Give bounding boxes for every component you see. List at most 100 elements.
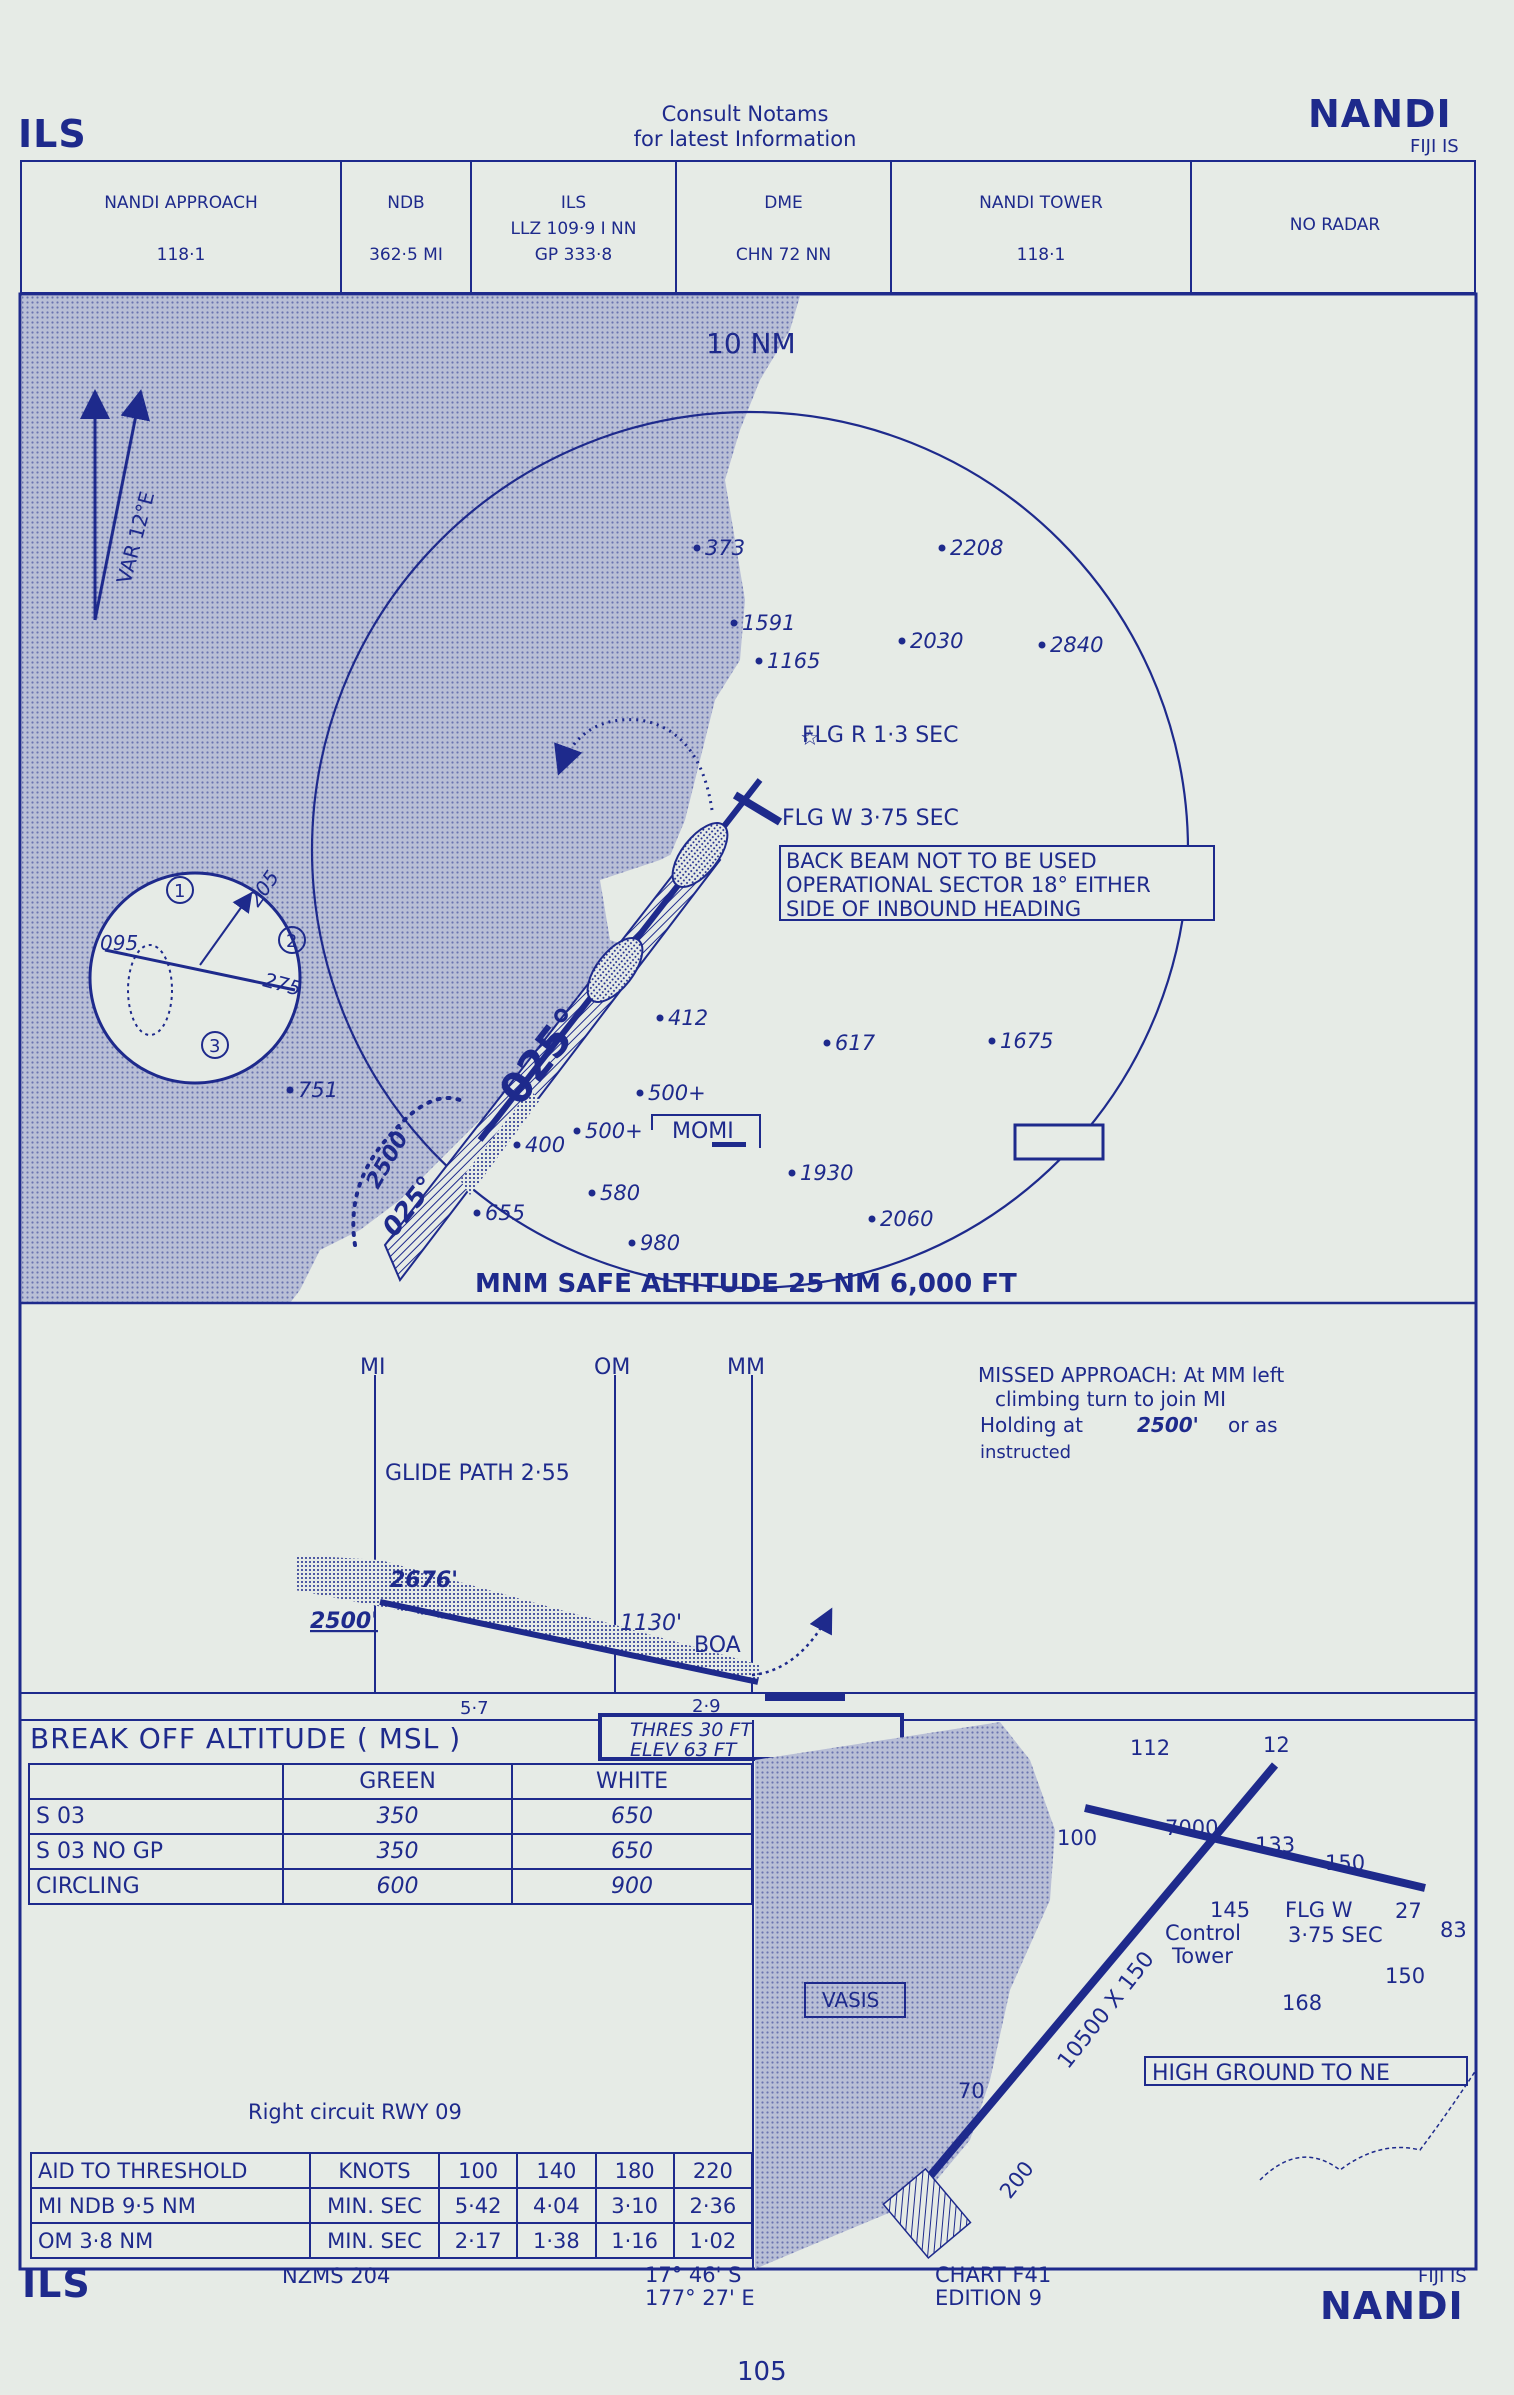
aerodrome-label: 83 [1440, 1918, 1467, 1942]
holding-racetrack [127, 944, 173, 1036]
fix-mm-label: MM [727, 1355, 765, 1380]
holding-inset [88, 871, 302, 1085]
boa-cell: 600 [282, 1868, 513, 1905]
max-elevation-box [1013, 1123, 1105, 1161]
glide-path-label: GLIDE PATH 2·55 [385, 1461, 570, 1486]
timing-cell: 2·17 [437, 2222, 519, 2259]
spot-height-label: 1591 [742, 611, 795, 635]
boa-cell: CIRCLING [28, 1868, 284, 1905]
spot-height-label: 373 [705, 536, 745, 560]
right-circuit-note: Right circuit RWY 09 [248, 2100, 462, 2124]
timing-head: 140 [516, 2152, 597, 2189]
spot-height-dot [588, 1189, 596, 1197]
aerodrome-label: 7000 [1165, 1816, 1218, 1840]
timing-cell: 2·36 [672, 2187, 754, 2224]
spot-height-label: 580 [600, 1181, 640, 1205]
holding-num-3: 3 [209, 1036, 220, 1057]
spot-height-dot [693, 544, 701, 552]
alt-2676: 2676' [390, 1568, 458, 1593]
freq-name: NANDI APPROACH [104, 193, 258, 213]
footer-chart-info: CHART F41 EDITION 9 [935, 2264, 1051, 2310]
msa-label: MNM SAFE ALTITUDE 25 NM 6,000 FT [475, 1269, 1017, 1299]
spot-height-label: 1675 [1000, 1029, 1053, 1053]
timing-head: AID TO THRESHOLD [30, 2152, 311, 2189]
aerodrome-label: 133 [1255, 1833, 1295, 1857]
boa-cell: S 03 NO GP [28, 1833, 284, 1870]
freq-line1: LLZ 109·9 I NN [510, 219, 637, 239]
aerodrome-label: Tower [1171, 1944, 1233, 1968]
flg-r-label: FLG R 1·3 SEC [802, 723, 958, 748]
back-beam-line2: OPERATIONAL SECTOR 18° EITHER [786, 873, 1151, 897]
spot-height-dot [938, 544, 946, 552]
aerodrome-label: 100 [1057, 1826, 1097, 1850]
aerodrome-label: 70 [958, 2079, 985, 2103]
timing-cell: OM 3·8 NM [30, 2222, 311, 2259]
footer-lat: 17° 46' S [645, 2263, 742, 2287]
missed-line4: instructed [980, 1442, 1071, 1463]
timing-cell: 4·04 [516, 2187, 597, 2224]
spot-height-label: 655 [485, 1201, 525, 1225]
spot-height-label: 500+ [585, 1119, 643, 1143]
boa-cell: 650 [511, 1798, 753, 1835]
holding-num-2-circle [278, 926, 306, 954]
timing-cell: 5·42 [437, 2187, 519, 2224]
freq-line2: 362·5 MI [369, 245, 443, 265]
boa-cell: S 03 [28, 1798, 284, 1835]
freq-cell: NO RADAR [1192, 162, 1478, 292]
thres-line1: THRES 30 FT [630, 1719, 753, 1741]
vasis-box [804, 1982, 906, 2018]
footer-coords: 17° 46' S 177° 27' E [645, 2264, 755, 2310]
missed-alt: 2500' [1137, 1413, 1199, 1437]
footer-right-title: NANDI [1320, 2284, 1464, 2328]
momi-label: MOMI [672, 1119, 734, 1144]
runway-09-27 [1084, 1804, 1426, 1892]
freq-name: DME [764, 193, 803, 213]
aerodrome-label: 200 [995, 2157, 1039, 2203]
ring-label: 10 NM [706, 327, 796, 360]
spot-height-dot [988, 1037, 996, 1045]
vasis-label: VASIS [822, 1988, 879, 2012]
missed-line2: climbing turn to join MI [995, 1387, 1226, 1411]
marker-om-lobe [586, 937, 644, 1003]
missed-line3: Holding at [980, 1413, 1083, 1437]
spot-height-dot [1038, 641, 1046, 649]
glide-path-area [295, 1555, 760, 1680]
holding-inbound-line [104, 948, 296, 992]
freq-name: NDB [387, 193, 425, 213]
aerodrome-label: 3·75 SEC [1288, 1923, 1383, 1947]
holding-num-1: 1 [174, 881, 185, 902]
boa-table: GREEN WHITE S 03 350 650 S 03 NO GP 350 … [28, 1763, 753, 1905]
spot-height-dot [628, 1239, 636, 1247]
spot-height-dot [513, 1141, 521, 1149]
fix-mi-label: MI [360, 1355, 385, 1380]
back-beam-line3: SIDE OF INBOUND HEADING [786, 897, 1081, 921]
magnetic-north-arrow [93, 389, 151, 621]
notice-line1: Consult Notams [661, 102, 829, 126]
dist-1: 5·7 [460, 1698, 489, 1719]
momi-bracket [651, 1114, 761, 1148]
header-left-title: ILS [18, 112, 87, 156]
spot-height-dot [823, 1039, 831, 1047]
spot-height-label: 1165 [767, 649, 820, 673]
table-row: S 03 NO GP 350 650 [28, 1833, 753, 1870]
footer-nzms: NZMS 204 [282, 2264, 391, 2288]
freq-name: NANDI TOWER [979, 193, 1103, 213]
glide-path-line [379, 1599, 759, 1685]
alt-1130: 1130' [620, 1611, 682, 1636]
notice-line2: for latest Information [633, 127, 857, 151]
boa-cell: 350 [282, 1833, 513, 1870]
boa-header-row: GREEN WHITE [28, 1763, 753, 1800]
aerodrome-label: 150 [1385, 1964, 1425, 1988]
chart-frame [18, 292, 1478, 2271]
spot-height-dot [473, 1209, 481, 1217]
missed-approach-turn-plan [554, 718, 714, 811]
timing-cell: MIN. SEC [309, 2187, 440, 2224]
table-row: S 03 350 650 [28, 1798, 753, 1835]
holding-num-1-circle [166, 876, 194, 904]
spot-height-label: 2208 [950, 536, 1003, 560]
